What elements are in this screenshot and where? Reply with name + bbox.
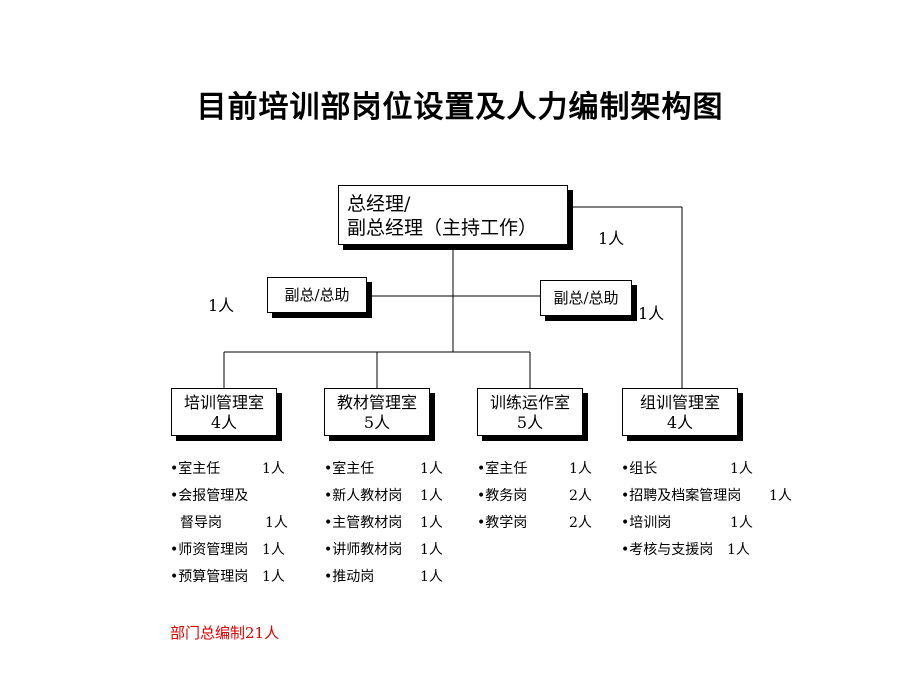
general-manager-box: 总经理/ 副总经理（主持工作）	[338, 185, 568, 245]
dept-headcount: 4人	[666, 413, 694, 432]
dept-training-operations-box: 训练运作室 5人	[477, 388, 583, 436]
dept-training-management-box: 培训管理室 4人	[171, 388, 277, 436]
vp-left-label: 副总/总助	[284, 286, 350, 304]
department-total-headcount: 部门总编制21人	[170, 624, 280, 642]
dept-headcount: 5人	[516, 413, 544, 432]
gm-headcount: 1人	[598, 229, 625, 248]
dept-headcount: 4人	[210, 413, 238, 432]
vp-right-headcount: 1人	[638, 304, 665, 323]
dept-name: 教材管理室	[336, 393, 417, 412]
dept-materials-management-box: 教材管理室 5人	[324, 388, 430, 436]
vice-president-left-box: 副总/总助	[267, 277, 367, 313]
gm-title-line2: 副总经理（主持工作）	[347, 217, 538, 239]
dept-name: 培训管理室	[183, 393, 264, 412]
dept-name: 组训管理室	[639, 393, 720, 412]
list-item: •会报管理及	[170, 488, 249, 504]
gm-title-line1: 总经理/	[347, 193, 411, 215]
vice-president-right-box: 副总/总助	[540, 280, 632, 316]
dept-group-training-box: 组训管理室 4人	[622, 388, 738, 436]
dept-name: 训练运作室	[489, 393, 570, 412]
vp-left-headcount: 1人	[208, 296, 235, 315]
vp-right-label: 副总/总助	[553, 289, 619, 307]
page-title: 目前培训部岗位设置及人力编制架构图	[196, 90, 724, 125]
dept-headcount: 5人	[363, 413, 391, 432]
